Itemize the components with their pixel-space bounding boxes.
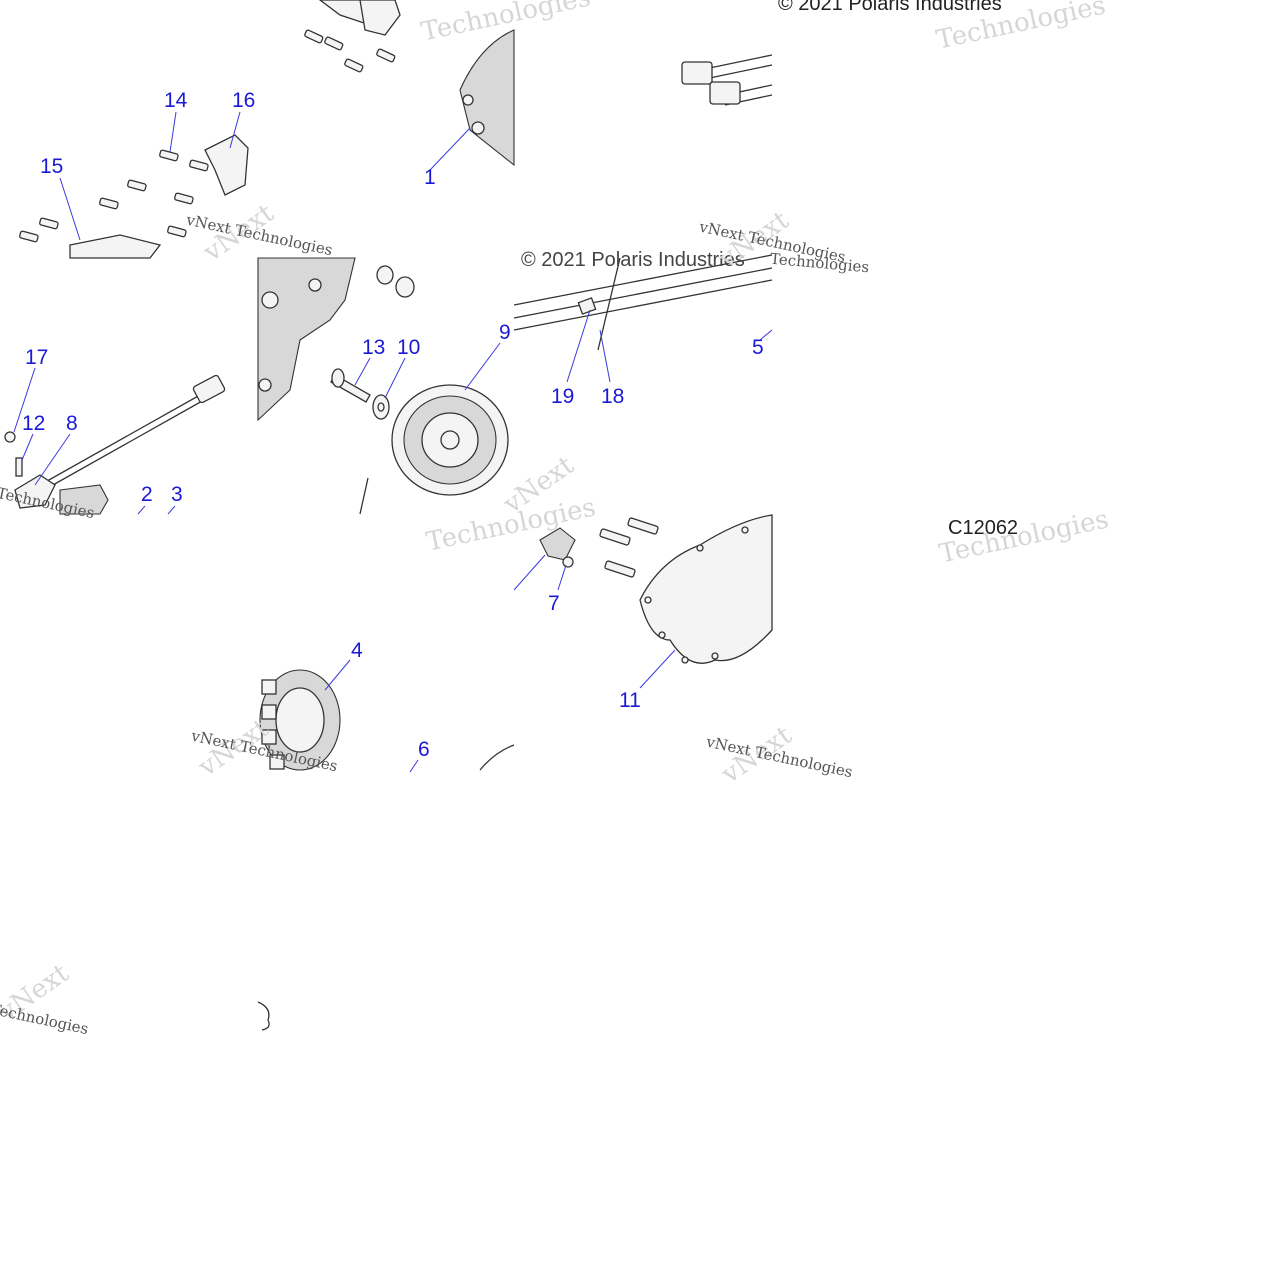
sensor-8 xyxy=(4,374,226,515)
callout-19: 19 xyxy=(551,385,575,408)
washer-10 xyxy=(372,394,390,420)
upper-bracket xyxy=(318,0,401,36)
callout-4: 4 xyxy=(351,639,363,662)
callout-8: 8 xyxy=(66,412,78,435)
copyright-notice-top: © 2021 Polaris Industries xyxy=(778,0,1002,15)
callout-6: 6 xyxy=(418,738,430,761)
callout-11: 11 xyxy=(619,689,641,712)
gasket-fragment xyxy=(479,744,515,771)
shaft-13 xyxy=(330,368,371,403)
flywheel-9 xyxy=(391,384,509,496)
figure-code: C12062 xyxy=(948,517,1019,539)
stator-4 xyxy=(259,669,341,771)
callout-14: 14 xyxy=(164,89,188,112)
callout-17: 17 xyxy=(25,346,49,369)
callout-10: 10 xyxy=(397,336,421,359)
stator-cover xyxy=(257,257,356,422)
callout-12: 12 xyxy=(22,412,46,435)
bracket-15 xyxy=(69,234,162,259)
callout-16: 16 xyxy=(232,89,256,112)
callout-2: 2 xyxy=(141,483,153,506)
bolts-top-left xyxy=(19,29,396,243)
cover-plate-7 xyxy=(539,517,659,578)
callout-18: 18 xyxy=(601,385,625,408)
crankcase-cover-1 xyxy=(459,29,515,167)
callout-15: 15 xyxy=(40,155,64,178)
callout-1: 1 xyxy=(424,166,436,189)
callout-9: 9 xyxy=(499,321,511,344)
nut-and-ring xyxy=(376,265,415,298)
tubes-and-tie xyxy=(513,254,773,351)
leader-lines xyxy=(13,111,773,773)
callout-13: 13 xyxy=(362,336,386,359)
callout-5: 5 xyxy=(752,336,764,359)
callout-7: 7 xyxy=(548,592,560,615)
copyright-notice-mid: © 2021 Polaris Industries xyxy=(521,249,745,271)
pin xyxy=(359,477,369,515)
clip-fragment xyxy=(257,1001,270,1031)
bracket-16 xyxy=(204,134,249,196)
callout-3: 3 xyxy=(171,483,183,506)
connectors-top-right xyxy=(681,54,773,106)
gasket-11 xyxy=(639,514,773,664)
